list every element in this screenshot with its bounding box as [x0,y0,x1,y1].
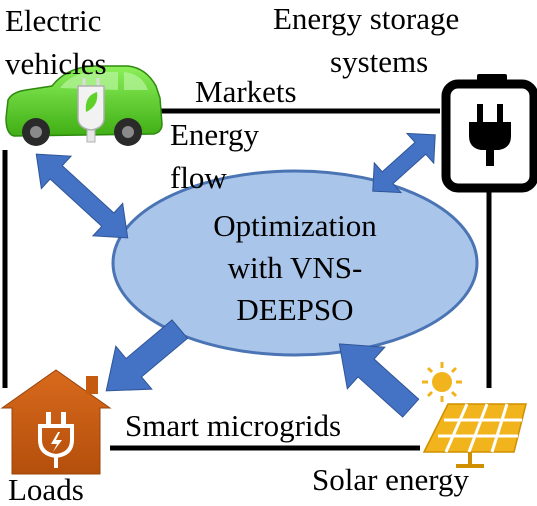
ev-label-line2: vehicles [5,46,107,81]
solar-energy-label: Solar energy [312,462,469,497]
energy-flow-label-line2: flow [170,160,227,195]
battery-plug-icon [441,74,537,193]
energy-flow-label-line1: Energy [170,117,259,152]
ess-label-line1: Energy storage [273,1,460,36]
arrow-solar-hub [338,343,420,418]
arrow-ev-hub [35,153,129,239]
hub-label: Optimization with VNS- DEEPSO [150,205,440,331]
markets-label: Markets [195,74,297,109]
ev-label-line1: Electric [5,3,102,38]
hub-label-line3: DEEPSO [236,292,354,327]
solar-panel-icon [422,403,527,468]
loads-label: Loads [8,472,84,506]
house-plug-icon [0,369,112,475]
arrow-hub-loads [105,319,189,392]
arrow-ess-hub [372,132,436,194]
smart-microgrids-label: Smart microgrids [125,408,342,443]
ess-label-line2: systems [330,44,429,79]
optimization-hub [111,169,479,357]
plug-icon [77,78,105,143]
hub-label-line2: with VNS- [227,250,363,285]
hub-label-line1: Optimization [213,208,377,243]
sun-icon [422,362,462,402]
